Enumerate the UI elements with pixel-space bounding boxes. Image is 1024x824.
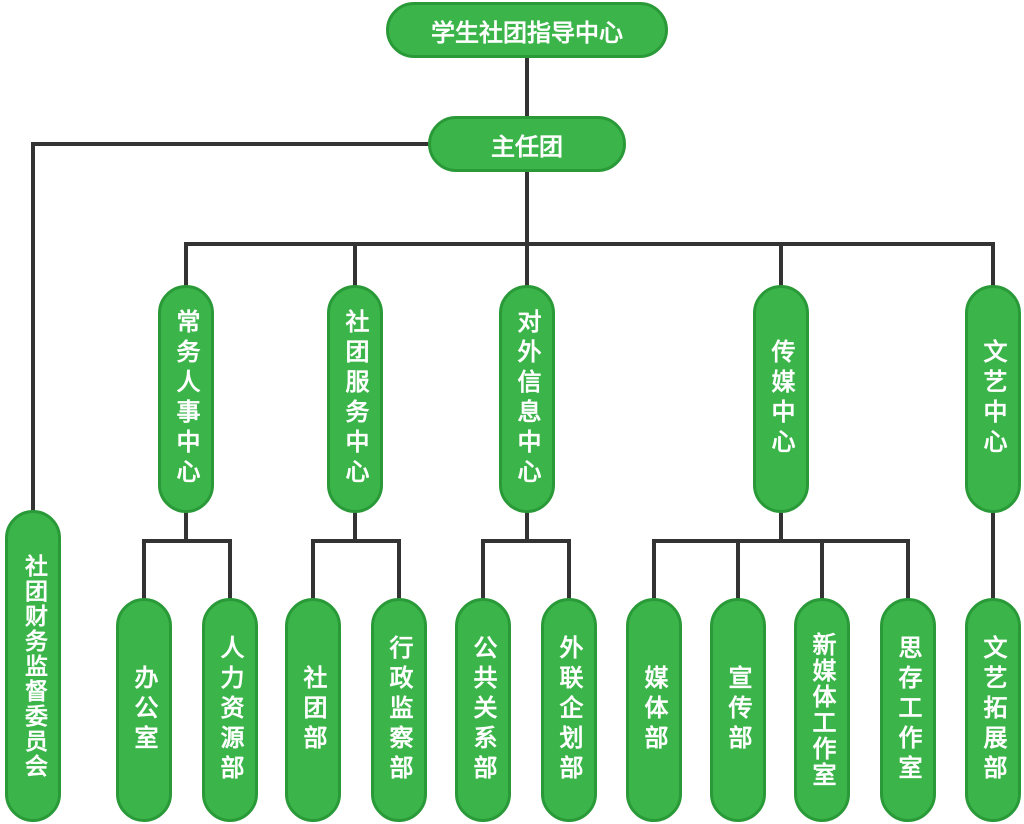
center-node: 传媒中心	[753, 285, 809, 513]
department-node: 办公室	[116, 598, 172, 822]
department-node: 行政监察部	[371, 598, 427, 822]
department-node: 社团部	[285, 598, 341, 822]
department-node: 媒体部	[626, 598, 682, 822]
center-node: 文艺中心	[965, 285, 1021, 513]
presidium-node: 主任团	[428, 116, 626, 172]
center-node: 常务人事中心	[158, 285, 214, 513]
root-node: 学生社团指导中心	[386, 2, 668, 58]
department-node: 思存工作室	[880, 598, 936, 822]
department-node: 外联企划部	[541, 598, 597, 822]
department-node: 新媒体工作室	[794, 598, 850, 822]
center-node: 对外信息中心	[499, 285, 555, 513]
department-node: 人力资源部	[202, 598, 258, 822]
department-node: 文艺拓展部	[965, 598, 1021, 822]
department-node: 公共关系部	[455, 598, 511, 822]
department-node: 宣传部	[710, 598, 766, 822]
supervisory-committee-node: 社团财务监督委员会	[5, 510, 61, 822]
center-node: 社团服务中心	[327, 285, 383, 513]
